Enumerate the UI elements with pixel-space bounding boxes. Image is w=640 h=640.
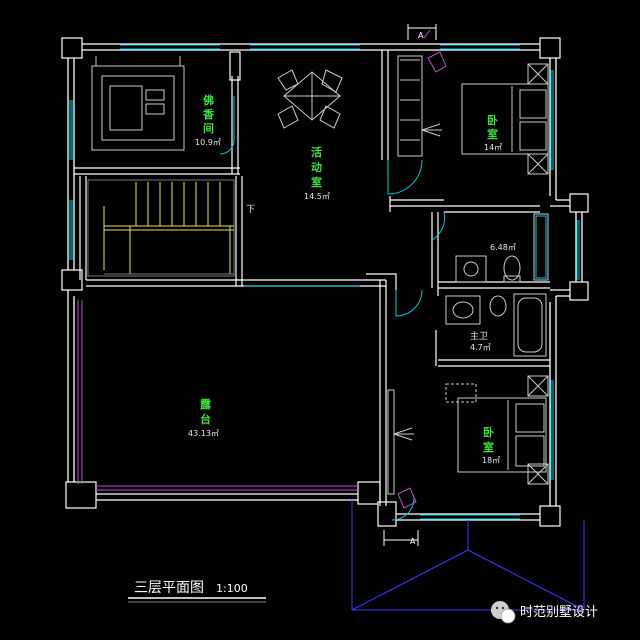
watermark-text: 时范别墅设计 bbox=[520, 605, 598, 620]
top-bedroom-furniture bbox=[397, 55, 549, 175]
svg-text:香: 香 bbox=[202, 107, 215, 121]
svg-text:卧: 卧 bbox=[483, 426, 494, 439]
top-bedroom-label: 卧 室 14㎡ bbox=[484, 114, 502, 152]
terrace-railing bbox=[77, 300, 358, 491]
svg-text:43.13㎡: 43.13㎡ bbox=[188, 429, 219, 438]
svg-text:A: A bbox=[418, 31, 424, 40]
wardrobe-hanger-icon-top bbox=[427, 51, 447, 73]
small-bath-fixtures bbox=[455, 213, 549, 283]
svg-text:14㎡: 14㎡ bbox=[484, 143, 502, 152]
drawing-scale: 1:100 bbox=[216, 582, 248, 595]
svg-text:露: 露 bbox=[200, 398, 212, 411]
svg-text:卧: 卧 bbox=[487, 114, 498, 127]
svg-text:14.5㎡: 14.5㎡ bbox=[304, 192, 330, 201]
svg-text:室: 室 bbox=[311, 175, 322, 189]
svg-text:4.7㎡: 4.7㎡ bbox=[470, 343, 491, 352]
activity-room-label: 活 动 室 14.5㎡ bbox=[304, 145, 330, 201]
svg-text:活: 活 bbox=[311, 145, 322, 159]
drawing-title: 三层平面图 bbox=[134, 580, 204, 596]
master-bath-label: 主卫 4.7㎡ bbox=[470, 330, 491, 352]
watermark: 时范别墅设计 bbox=[491, 601, 598, 624]
section-marker-top: A bbox=[407, 24, 437, 40]
svg-text:室: 室 bbox=[483, 440, 494, 454]
drawing-title-block: 三层平面图 1:100 bbox=[128, 580, 266, 603]
bottom-bedroom-furniture bbox=[387, 375, 549, 495]
svg-text:动: 动 bbox=[311, 160, 322, 174]
wechat-icon bbox=[491, 601, 516, 624]
stair-down-label: 下 bbox=[246, 205, 255, 215]
windows bbox=[69, 44, 580, 520]
buddha-room-label: 佛 香 间 10.9㎡ bbox=[195, 93, 221, 147]
door-swings bbox=[219, 139, 446, 521]
small-bath-area: 6.48㎡ bbox=[490, 243, 516, 252]
svg-text:台: 台 bbox=[200, 412, 211, 426]
svg-text:10.9㎡: 10.9㎡ bbox=[195, 138, 221, 147]
buddha-room-furniture bbox=[91, 56, 185, 151]
svg-text:间: 间 bbox=[203, 122, 214, 135]
svg-text:主卫: 主卫 bbox=[470, 330, 488, 342]
master-bath-fixtures bbox=[445, 293, 547, 357]
section-marker-bottom: A bbox=[383, 530, 419, 546]
svg-text:室: 室 bbox=[487, 127, 498, 141]
dining-table-furniture bbox=[277, 69, 343, 129]
staircase bbox=[87, 179, 235, 277]
svg-text:佛: 佛 bbox=[202, 93, 214, 107]
wardrobe-hanger-icon-bottom bbox=[397, 487, 417, 509]
roof-projection bbox=[351, 500, 585, 611]
terrace-label: 露 台 43.13㎡ bbox=[188, 398, 219, 438]
svg-text:A: A bbox=[410, 537, 416, 546]
columns bbox=[61, 37, 589, 527]
bottom-bedroom-label: 卧 室 18㎡ bbox=[482, 426, 500, 465]
svg-text:18㎡: 18㎡ bbox=[482, 456, 500, 465]
